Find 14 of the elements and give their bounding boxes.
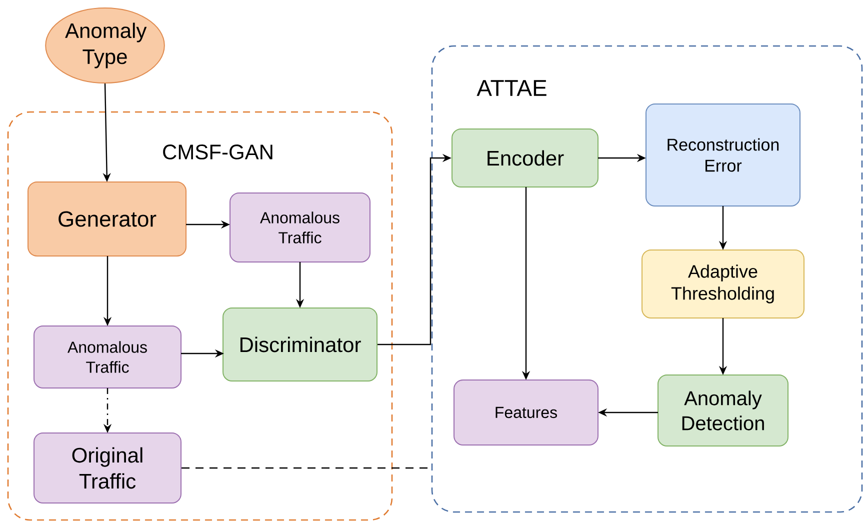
data-box: Anomalous Traffic [34, 326, 182, 388]
data-box: Features [454, 380, 598, 446]
data-box: Anomalous Traffic [230, 192, 370, 262]
process-box: Anomaly Detection [658, 374, 788, 446]
process-box: Reconstruction Error [646, 104, 800, 206]
module-container [7, 111, 393, 521]
process-box: Adaptive Thresholding [642, 250, 804, 318]
module-container [431, 45, 863, 513]
process-box: Discriminator [222, 308, 378, 382]
container-title: CMSF-GAN [163, 144, 272, 160]
container-title: ATTAE [476, 80, 546, 96]
data-box: Original Traffic [34, 432, 182, 504]
process-box: Generator [28, 182, 186, 256]
process-box: Encoder [452, 128, 598, 188]
